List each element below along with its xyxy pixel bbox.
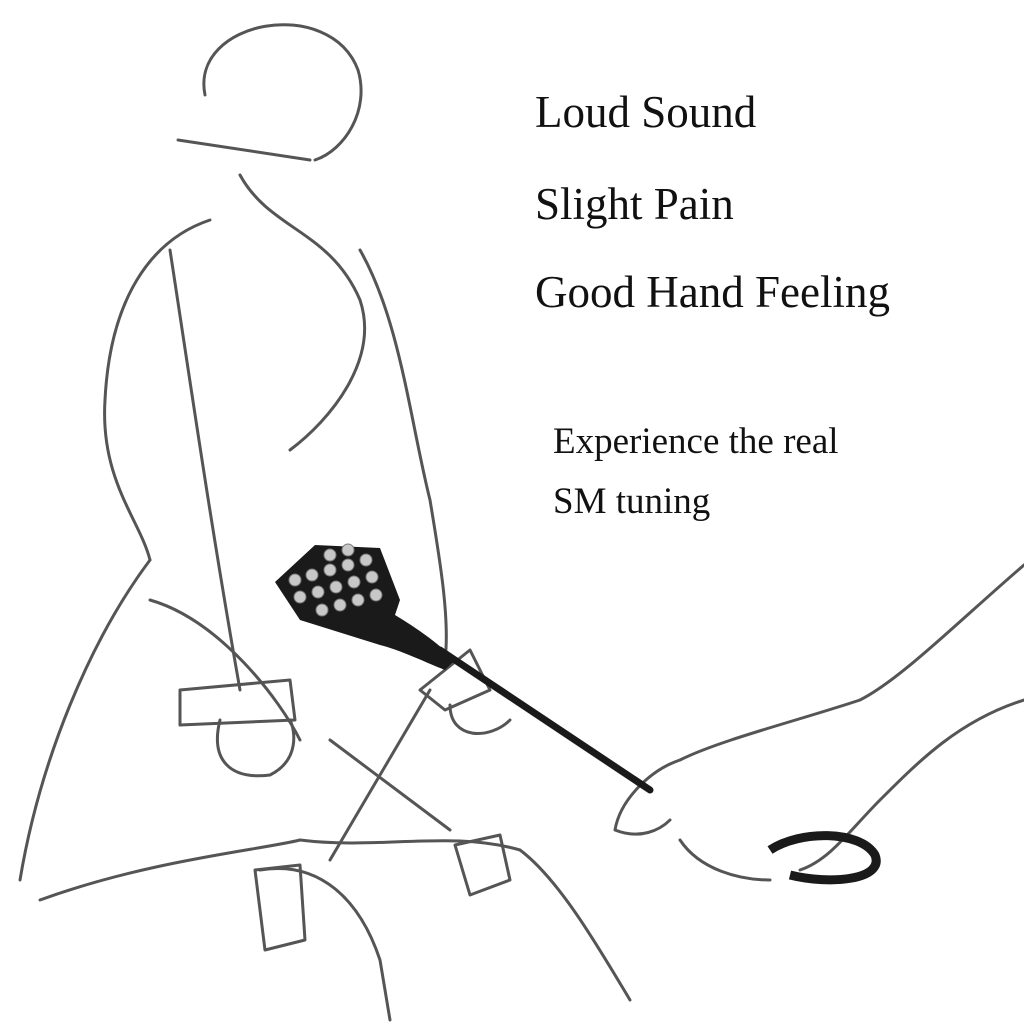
tagline-line-2: SM tuning [553,481,711,522]
hand-line-drawing [613,563,1024,882]
crop-shaft [436,646,654,794]
figure-line-drawing [18,23,632,1022]
riding-crop [275,543,881,885]
tagline-line-1: Experience the real [553,421,839,462]
feature-loud-sound: Loud Sound [535,87,757,137]
spikes [288,543,383,617]
crop-wrist-loop [767,831,881,885]
crop-paddle [275,545,455,670]
feature-good-hand-feeling: Good Hand Feeling [535,267,890,317]
feature-slight-pain: Slight Pain [535,179,734,229]
